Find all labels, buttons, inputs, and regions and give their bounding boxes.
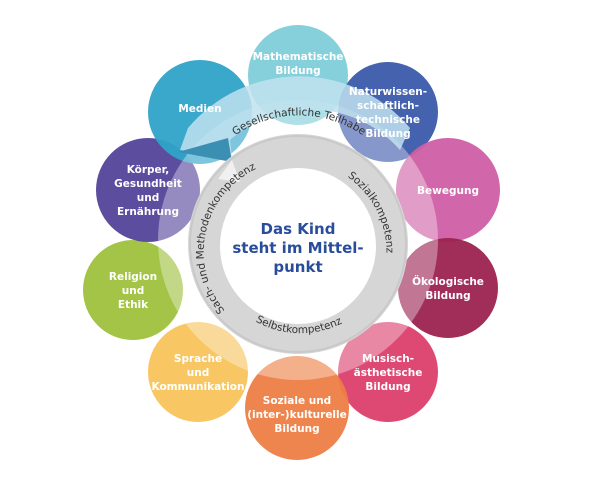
- area-label-religion: Ethik: [118, 299, 149, 311]
- participation-band: [180, 76, 410, 158]
- area-label-religion: Religion: [109, 271, 157, 283]
- center-title: Das Kind steht im Mittel- punkt: [232, 220, 363, 276]
- competence-ring-edge: [189, 135, 407, 353]
- area-label-natur: Bildung: [365, 128, 410, 140]
- area-circle-bewegung: [396, 138, 500, 242]
- area-label-musisch: ästhetische: [354, 367, 423, 379]
- area-circle-musisch: [338, 322, 438, 422]
- area-label-soziale: Bildung: [274, 423, 319, 435]
- area-label-sprache: Sprache: [174, 353, 222, 365]
- area-label-sprache: Kommunikation: [152, 381, 245, 393]
- area-circle-sprache: [148, 322, 248, 422]
- area-label-bewegung: Bewegung: [417, 185, 479, 197]
- area-circle-religion: [83, 240, 183, 340]
- area-label-koerper: Gesundheit: [114, 178, 182, 190]
- area-label-koerper: Ernährung: [117, 206, 179, 218]
- area-circle-koerper: [96, 138, 200, 242]
- center-disk: [220, 168, 376, 324]
- area-label-soziale: Soziale und: [263, 395, 331, 407]
- center-line-2: steht im Mittel-: [232, 239, 363, 257]
- area-label-sprache: und: [187, 367, 209, 379]
- area-label-koerper: Körper,: [127, 164, 170, 176]
- area-label-soziale: (inter-)kulturelle: [247, 409, 347, 421]
- area-label-religion: und: [122, 285, 144, 297]
- area-label-natur: technische: [356, 114, 420, 126]
- area-labels: MathematischeBildungNaturwissen-schaftli…: [109, 51, 484, 435]
- participation-arrow-icon: [178, 138, 232, 162]
- area-circle-soziale: [245, 356, 349, 460]
- area-label-natur: schaftlich-: [357, 100, 419, 112]
- area-label-koerper: und: [137, 192, 159, 204]
- center-line-1: Das Kind: [261, 220, 336, 238]
- area-label-musisch: Bildung: [365, 381, 410, 393]
- area-label-mathematik: Mathematische: [253, 51, 344, 63]
- area-circle-oekologie: [398, 238, 498, 338]
- center-line-3: punkt: [273, 258, 322, 276]
- competence-arrow-icon: [218, 160, 240, 182]
- area-label-oekologie: Ökologische: [412, 274, 484, 288]
- area-label-natur: Naturwissen-: [349, 86, 427, 98]
- area-label-musisch: Musisch-: [362, 353, 414, 365]
- area-label-mathematik: Bildung: [275, 65, 320, 77]
- area-label-oekologie: Bildung: [425, 290, 470, 302]
- area-label-medien: Medien: [178, 103, 221, 115]
